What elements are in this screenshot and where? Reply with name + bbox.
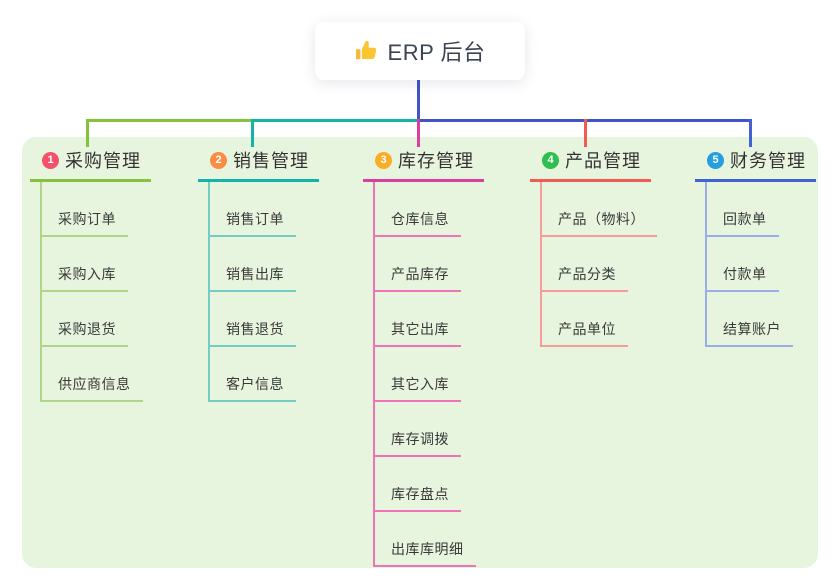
branch-title: 采购管理 — [65, 151, 141, 171]
child-node: 其它入库 — [375, 347, 484, 402]
child-node-label[interactable]: 销售出库 — [210, 264, 296, 292]
child-node: 销售出库 — [210, 237, 319, 292]
child-node: 产品单位 — [542, 292, 657, 347]
child-node-label[interactable]: 产品（物料） — [542, 209, 657, 237]
branch-children: 仓库信息 产品库存 其它出库 其它入库 库存调拨 库存盘点 出库库明细 — [373, 182, 484, 567]
child-node: 其它出库 — [375, 292, 484, 347]
child-node-label[interactable]: 产品单位 — [542, 319, 628, 347]
child-node-label[interactable]: 其它出库 — [375, 319, 461, 347]
branch-header-product[interactable]: 4 产品管理 — [530, 147, 651, 182]
branch-title: 销售管理 — [233, 151, 309, 171]
child-node: 结算账户 — [707, 292, 816, 347]
connector-root-trunk — [417, 80, 420, 119]
child-node-label[interactable]: 结算账户 — [707, 319, 793, 347]
child-node: 库存调拨 — [375, 402, 484, 457]
child-node-label[interactable]: 采购退货 — [42, 319, 128, 347]
connector-drop-product — [584, 119, 587, 147]
branch-number-badge: 1 — [42, 151, 59, 169]
child-node-label[interactable]: 客户信息 — [210, 374, 296, 402]
branch-header-purchase[interactable]: 1 采购管理 — [30, 147, 151, 182]
branch-purchase-management: 1 采购管理 采购订单 采购入库 采购退货 供应商信息 — [30, 147, 151, 402]
branch-number-badge: 2 — [210, 151, 227, 169]
child-node-label[interactable]: 供应商信息 — [42, 374, 143, 402]
child-node: 产品分类 — [542, 237, 657, 292]
child-node: 销售退货 — [210, 292, 319, 347]
branch-children: 销售订单 销售出库 销售退货 客户信息 — [208, 182, 319, 402]
root-node-label: ERP 后台 — [387, 40, 486, 65]
branch-header-sales[interactable]: 2 销售管理 — [198, 147, 319, 182]
child-node-label[interactable]: 出库库明细 — [375, 539, 476, 567]
connector-drop-finance — [749, 119, 752, 147]
branch-number-badge: 4 — [542, 151, 559, 169]
connector-bus-segment-teal — [251, 119, 419, 122]
child-node: 库存盘点 — [375, 457, 484, 512]
child-node-label[interactable]: 销售退货 — [210, 319, 296, 347]
root-node[interactable]: ERP 后台 — [315, 22, 525, 80]
branch-title: 库存管理 — [398, 151, 474, 171]
branch-children: 采购订单 采购入库 采购退货 供应商信息 — [40, 182, 151, 402]
child-node: 产品（物料） — [542, 182, 657, 237]
child-node-label[interactable]: 仓库信息 — [375, 209, 461, 237]
child-node: 采购订单 — [42, 182, 151, 237]
branch-sales-management: 2 销售管理 销售订单 销售出库 销售退货 客户信息 — [198, 147, 319, 402]
child-node-label[interactable]: 库存盘点 — [375, 484, 461, 512]
branch-title: 产品管理 — [565, 151, 641, 171]
branch-number-badge: 5 — [707, 151, 724, 169]
branch-children: 产品（物料） 产品分类 产品单位 — [540, 182, 657, 347]
child-node: 仓库信息 — [375, 182, 484, 237]
child-node: 供应商信息 — [42, 347, 151, 402]
child-node-label[interactable]: 库存调拨 — [375, 429, 461, 457]
child-node-label[interactable]: 采购订单 — [42, 209, 128, 237]
branches-background-panel — [22, 137, 818, 568]
child-node-label[interactable]: 其它入库 — [375, 374, 461, 402]
child-node-label[interactable]: 产品库存 — [375, 264, 461, 292]
child-node: 回款单 — [707, 182, 816, 237]
branch-header-finance[interactable]: 5 财务管理 — [695, 147, 816, 182]
branch-children: 回款单 付款单 结算账户 — [705, 182, 816, 347]
child-node: 销售订单 — [210, 182, 319, 237]
child-node-label[interactable]: 采购入库 — [42, 264, 128, 292]
branch-header-inventory[interactable]: 3 库存管理 — [363, 147, 484, 182]
branch-finance-management: 5 财务管理 回款单 付款单 结算账户 — [695, 147, 816, 347]
child-node: 客户信息 — [210, 347, 319, 402]
child-node-label[interactable]: 付款单 — [707, 264, 779, 292]
child-node-label[interactable]: 回款单 — [707, 209, 779, 237]
connector-bus-segment-green — [86, 119, 253, 122]
branch-number-badge: 3 — [375, 151, 392, 169]
child-node: 付款单 — [707, 237, 816, 292]
child-node: 出库库明细 — [375, 512, 484, 567]
connector-drop-inventory — [417, 119, 420, 147]
child-node: 采购退货 — [42, 292, 151, 347]
connector-drop-sales — [251, 119, 254, 147]
connector-drop-purchase — [86, 119, 89, 147]
child-node: 采购入库 — [42, 237, 151, 292]
branch-product-management: 4 产品管理 产品（物料） 产品分类 产品单位 — [530, 147, 657, 347]
thumbs-up-icon — [355, 39, 379, 63]
child-node-label[interactable]: 产品分类 — [542, 264, 628, 292]
child-node: 产品库存 — [375, 237, 484, 292]
branch-inventory-management: 3 库存管理 仓库信息 产品库存 其它出库 其它入库 库存调拨 库存盘点 出库库… — [363, 147, 484, 567]
child-node-label[interactable]: 销售订单 — [210, 209, 296, 237]
branch-title: 财务管理 — [730, 151, 806, 171]
